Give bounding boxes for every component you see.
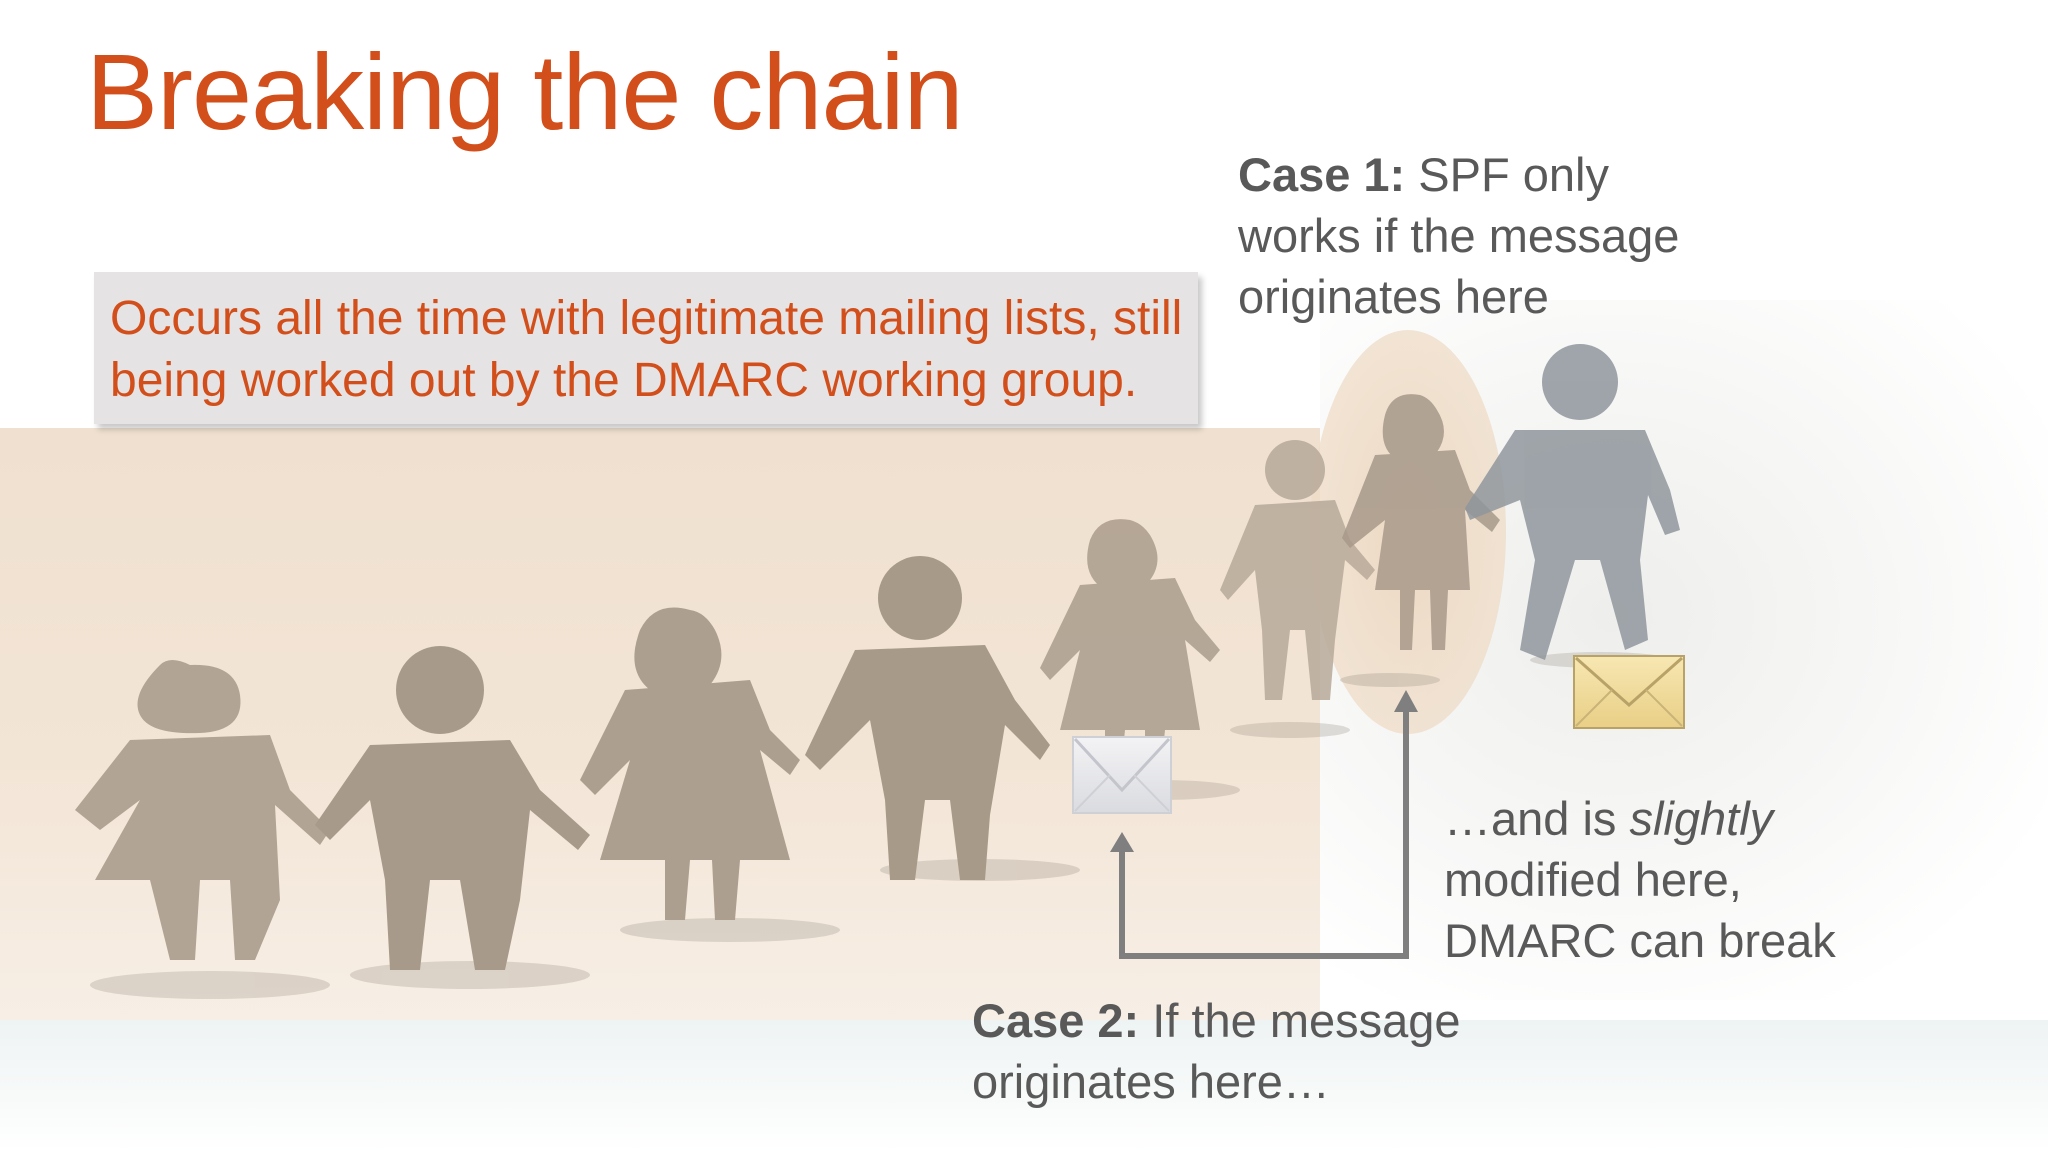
- modified-line3: DMARC can break: [1444, 914, 1836, 967]
- figure-1: [75, 660, 330, 960]
- case1-line2: works if the message: [1238, 209, 1680, 262]
- modified-line2: modified here,: [1444, 853, 1742, 906]
- figure-6: [1220, 440, 1375, 700]
- case1-line1: SPF only: [1405, 148, 1609, 201]
- callout-text: Occurs all the time with legitimate mail…: [110, 292, 1183, 407]
- figure-4: [805, 556, 1050, 880]
- background-bottom-fade: [0, 1020, 2048, 1152]
- envelope-icon: [1573, 655, 1685, 729]
- case2-note: Case 2: If the message originates here…: [972, 990, 1512, 1112]
- modified-emphasis: slightly: [1629, 792, 1774, 845]
- figure-3: [580, 607, 800, 920]
- figure-7: [1342, 394, 1500, 650]
- figure-2: [315, 646, 590, 970]
- figure-5: [1040, 519, 1220, 780]
- connector-arrows: [1119, 700, 1409, 959]
- callout-box: Occurs all the time with legitimate mail…: [94, 272, 1198, 424]
- case1-note: Case 1: SPF only works if the message or…: [1238, 144, 1758, 327]
- case1-line3: originates here: [1238, 270, 1549, 323]
- case2-label: Case 2:: [972, 994, 1140, 1047]
- slide-title: Breaking the chain: [86, 31, 964, 152]
- envelope-icon: [1072, 736, 1172, 814]
- modified-prefix: …and is: [1444, 792, 1630, 845]
- up-arrow-icon: [1394, 690, 1418, 712]
- figure-8: [1465, 344, 1680, 660]
- case2-line2: originates here…: [972, 1055, 1330, 1108]
- up-arrow-icon: [1110, 832, 1134, 852]
- case1-label: Case 1:: [1238, 148, 1406, 201]
- case2-line1: If the message: [1139, 994, 1461, 1047]
- modified-note: …and is slightly modified here, DMARC ca…: [1444, 788, 1864, 971]
